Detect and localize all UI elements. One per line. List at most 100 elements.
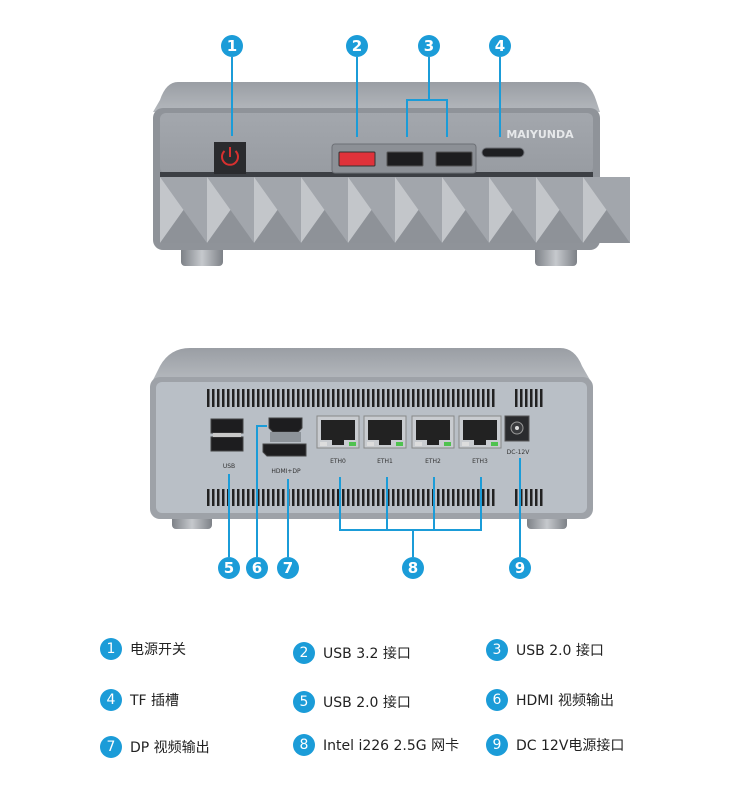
vent-slot (322, 389, 325, 407)
vent-slot (322, 489, 325, 506)
pyramid-pattern (160, 177, 630, 243)
usb20-port-rear-2[interactable] (210, 436, 244, 452)
dc-port-label: DC-12V (507, 449, 531, 456)
legend-text: HDMI 视频输出 (516, 693, 614, 709)
tf-card-slot[interactable] (481, 147, 525, 158)
front-face-upper (160, 113, 593, 173)
vent-slot (227, 389, 230, 407)
vent-slot (482, 389, 485, 407)
svg-text:1: 1 (227, 37, 237, 55)
vent-slot (212, 489, 215, 506)
power-icon (221, 147, 239, 166)
rj45-socket (416, 420, 450, 445)
vent-slot (252, 389, 255, 407)
vent-slot (402, 489, 405, 506)
vent-slot (520, 389, 523, 407)
vent-slot (232, 389, 235, 407)
pyramid-facet (348, 210, 395, 243)
vent-slot (247, 489, 250, 506)
legend-text: DC 12V电源接口 (516, 738, 625, 754)
led-icon (491, 442, 498, 446)
usb20-port-rear-1[interactable] (210, 418, 244, 434)
vent-slot (292, 389, 295, 407)
vent-slot (247, 389, 250, 407)
led-icon (415, 442, 422, 446)
vent-slot (515, 389, 518, 407)
vent-slot (477, 389, 480, 407)
dp-port[interactable] (262, 443, 307, 457)
rj45-socket (368, 420, 402, 445)
legend-text: Intel i226 2.5G 网卡 (323, 738, 460, 754)
vent-slot (487, 489, 490, 506)
vent-slot (447, 389, 450, 407)
pyramid-facet (536, 210, 583, 243)
vent-slot (452, 389, 455, 407)
vent-slot (222, 389, 225, 407)
vent-slot (462, 389, 465, 407)
vent-slot (422, 489, 425, 506)
vent-slot (342, 389, 345, 407)
vent-slot (535, 489, 538, 506)
vent-slot (337, 489, 340, 506)
vent-slot (332, 389, 335, 407)
vent-slot (302, 489, 305, 506)
vent-slot (362, 389, 365, 407)
vent-slot (317, 389, 320, 407)
vent-slot (525, 489, 528, 506)
eth-port-label: ETH0 (330, 458, 346, 465)
legend-text: TF 插槽 (130, 693, 180, 709)
vent-slot (482, 489, 485, 506)
power-button[interactable] (214, 142, 246, 174)
vent-slot (387, 489, 390, 506)
vent-slot (540, 489, 543, 506)
pyramid-facet (301, 177, 325, 243)
vent-slot (262, 389, 265, 407)
svg-text:2: 2 (352, 37, 362, 55)
vent-slot (412, 389, 415, 407)
vent-slot (462, 489, 465, 506)
usb20-port-front-2[interactable] (435, 151, 473, 167)
vent-slot (312, 389, 315, 407)
pyramid-facet (207, 177, 231, 243)
callout-badge-9: 9 (509, 557, 531, 579)
vent-slot (207, 489, 210, 506)
vent-slot (442, 389, 445, 407)
vent-slot (332, 489, 335, 506)
vent-slot (257, 389, 260, 407)
legend-text: DP 视频输出 (130, 740, 210, 756)
vent-slot (267, 489, 270, 506)
svg-text:5: 5 (224, 559, 234, 577)
legend-badge: 9 (486, 734, 508, 756)
vent-slot (392, 389, 395, 407)
callout-badge-6: 6 (246, 557, 268, 579)
dc-jack-pin (515, 426, 519, 430)
pyramid-facet (395, 177, 419, 243)
vent-slot (417, 389, 420, 407)
legend-text: 电源开关 (130, 642, 186, 658)
usb20-port-front-1[interactable] (386, 151, 424, 167)
vent-slot (407, 489, 410, 506)
vent-slot (377, 389, 380, 407)
vent-slot (540, 389, 543, 407)
vent-slot (317, 489, 320, 506)
vent-slot (487, 389, 490, 407)
led-icon (396, 442, 403, 446)
vent-slot (472, 489, 475, 506)
vent-slot (282, 489, 285, 506)
vent-slot (242, 489, 245, 506)
vent-slot (237, 389, 240, 407)
pyramid-facet (395, 210, 442, 243)
vent-slot (217, 389, 220, 407)
vent-slot (397, 389, 400, 407)
vent-slot (252, 489, 255, 506)
vent-slot (472, 389, 475, 407)
usb32-port[interactable] (338, 151, 376, 167)
hdmi-port[interactable] (268, 417, 303, 433)
vent-slot (447, 489, 450, 506)
